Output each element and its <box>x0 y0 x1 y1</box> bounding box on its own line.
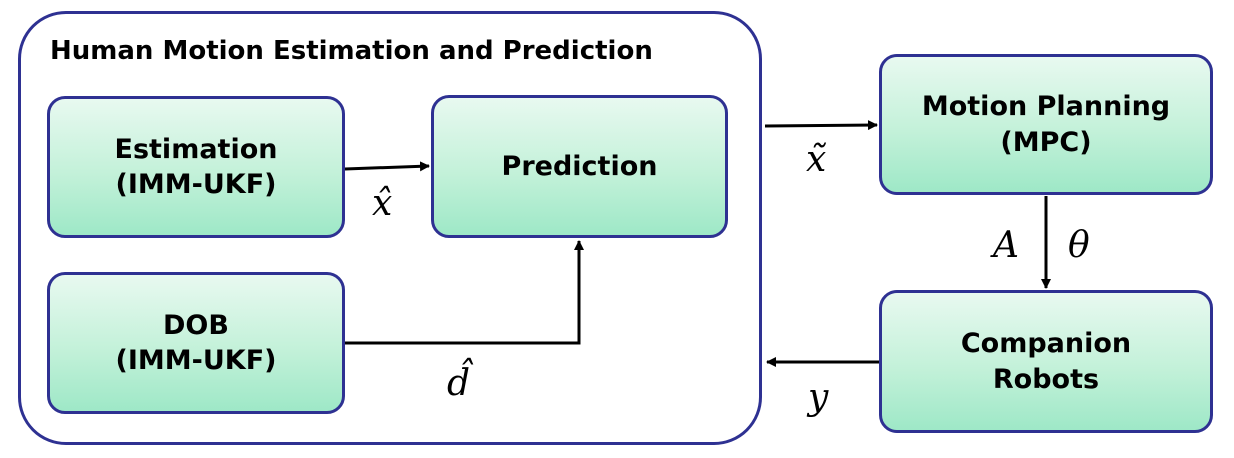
dob-label: DOB <box>163 309 229 341</box>
theta-label: θ <box>1068 225 1090 266</box>
y-label: y <box>808 377 829 418</box>
dob-block: DOB (IMM-UKF) <box>47 272 345 414</box>
arrow-estimation-to-prediction <box>344 161 430 172</box>
x-tilde-label: x̃ <box>806 139 827 180</box>
prediction-label: Prediction <box>501 150 658 182</box>
motion-planning-label: Motion Planning <box>921 91 1171 123</box>
estimation-method: (IMM-UKF) <box>115 169 277 200</box>
arrow-dob-to-prediction <box>345 240 584 345</box>
companion-robots-line2: Robots <box>992 363 1100 395</box>
companion-robots-line1: Companion <box>960 328 1132 360</box>
arrow-to-motion-planning <box>764 120 878 131</box>
companion-robots-block: Companion Robots <box>879 290 1213 433</box>
a-label: A <box>993 225 1019 266</box>
motion-planning-block: Motion Planning (MPC) <box>879 54 1213 195</box>
dob-method: (IMM-UKF) <box>115 345 277 376</box>
x-hat-label: x̂ <box>372 183 393 224</box>
d-hat-label: d̂ <box>447 363 471 404</box>
motion-planning-method: (MPC) <box>1000 126 1092 158</box>
estimation-block: Estimation (IMM-UKF) <box>47 96 345 238</box>
estimation-label: Estimation <box>114 133 278 165</box>
prediction-block: Prediction <box>431 95 728 238</box>
container-title: Human Motion Estimation and Prediction <box>50 36 653 66</box>
